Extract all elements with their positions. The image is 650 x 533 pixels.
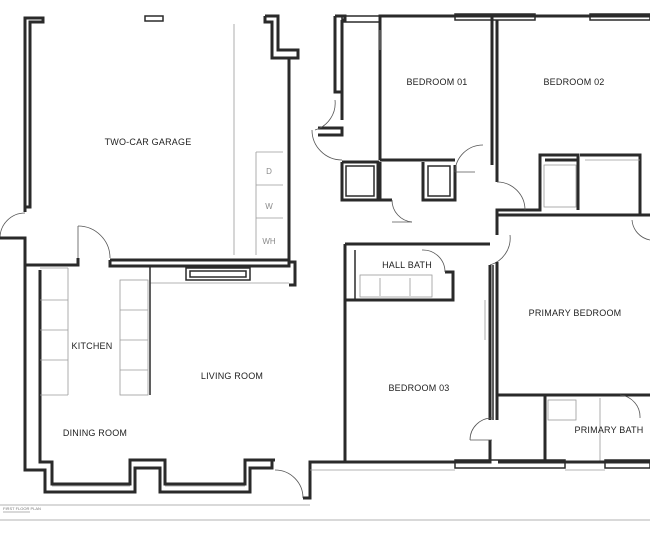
label-water-heater: WH bbox=[262, 237, 276, 246]
label-dining-room: DINING ROOM bbox=[63, 428, 127, 438]
label-dryer: D bbox=[266, 167, 272, 176]
label-hall-bath: HALL BATH bbox=[382, 260, 432, 270]
primary-suite-walls bbox=[310, 215, 650, 471]
label-bedroom02: BEDROOM 02 bbox=[543, 77, 604, 87]
label-primary-bath: PRIMARY BATH bbox=[575, 425, 644, 435]
bedroom02-walls bbox=[454, 13, 650, 241]
bedroom01-walls bbox=[311, 14, 494, 223]
label-kitchen: KITCHEN bbox=[72, 341, 113, 351]
label-garage: TWO-CAR GARAGE bbox=[105, 137, 192, 147]
living-area-walls bbox=[23, 265, 345, 500]
garage-walls bbox=[0, 14, 300, 287]
hall-bath-walls bbox=[343, 242, 490, 302]
label-primary-bedroom: PRIMARY BEDROOM bbox=[529, 308, 622, 318]
plan-title: FIRST FLOOR PLAN bbox=[3, 506, 41, 511]
label-living-room: LIVING ROOM bbox=[201, 371, 263, 381]
label-bedroom01: BEDROOM 01 bbox=[406, 77, 467, 87]
bedroom03-walls bbox=[343, 234, 511, 464]
label-bedroom03: BEDROOM 03 bbox=[388, 383, 449, 393]
label-washer: W bbox=[265, 202, 273, 211]
